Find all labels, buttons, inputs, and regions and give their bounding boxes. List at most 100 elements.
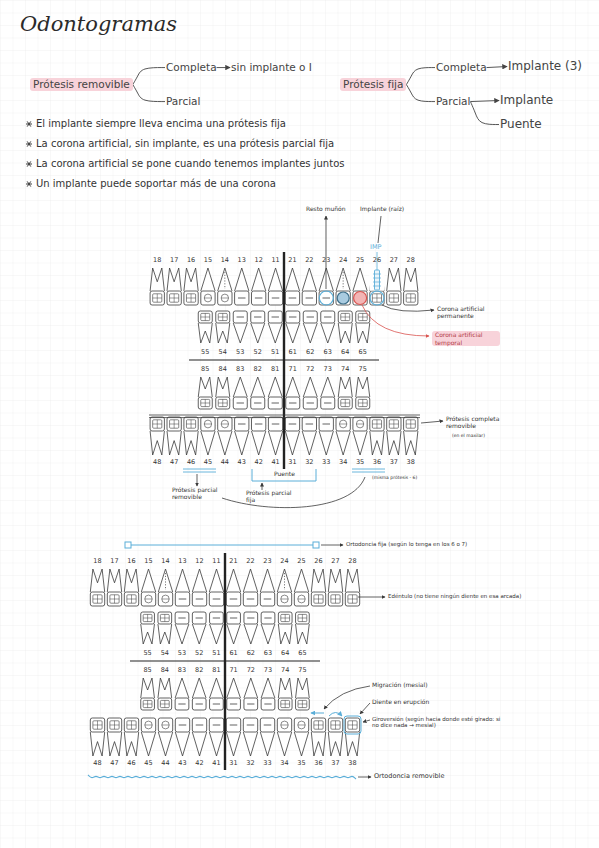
- incisal-edge: [196, 618, 202, 619]
- annotation: IMP: [370, 244, 381, 251]
- tooth: [278, 678, 292, 710]
- tooth-crown: [226, 592, 240, 606]
- tooth: [296, 678, 310, 710]
- tooth-root: [90, 732, 104, 756]
- tooth-root: [345, 732, 359, 756]
- tooth: [294, 569, 308, 606]
- occlusal-cross: [143, 700, 152, 707]
- tooth-number: 32: [305, 459, 313, 466]
- tooth: [107, 718, 121, 756]
- tooth-root: [261, 624, 275, 644]
- tooth-crown: [321, 397, 335, 409]
- occlusal-face: [406, 420, 415, 428]
- tooth-number: 48: [93, 760, 101, 767]
- tooth-crown: [261, 698, 275, 710]
- arch-divider: [130, 660, 320, 661]
- tooth: [175, 612, 189, 644]
- tooth: [167, 417, 181, 455]
- tooth-root: [278, 624, 292, 644]
- tooth-number: 62: [247, 650, 255, 657]
- odontogram: [150, 252, 418, 469]
- bullet-mark: [26, 181, 32, 186]
- tooth-root: [268, 377, 282, 397]
- tooth-number: 17: [170, 257, 178, 264]
- tooth: [141, 569, 155, 606]
- occlusal-face: [218, 313, 227, 320]
- tooth-root: [210, 678, 224, 698]
- tooth-crown: [303, 311, 317, 323]
- tooth-crown: [141, 612, 155, 624]
- tooth-number: 42: [255, 459, 263, 466]
- tooth-number: 41: [212, 760, 220, 767]
- incisal-edge: [289, 298, 296, 299]
- occlusal-line: [204, 298, 211, 299]
- tooth: [302, 268, 316, 305]
- tooth: [251, 311, 265, 343]
- tooth: [404, 268, 418, 305]
- connector: [133, 85, 165, 102]
- tooth-number: 62: [306, 349, 314, 356]
- node-text: Completa: [436, 61, 487, 74]
- node-text: Corona artificial temporal: [435, 331, 497, 346]
- tooth: [296, 612, 310, 644]
- tooth-crown: [404, 291, 418, 305]
- occlusal-face: [218, 399, 227, 406]
- occlusal-face: [314, 721, 323, 729]
- tooth-number: 54: [161, 650, 169, 657]
- tooth: [243, 718, 257, 756]
- incisal-edge: [289, 424, 296, 425]
- tooth: [356, 377, 370, 409]
- incisal-edge: [213, 725, 220, 726]
- tooth-root: [192, 624, 206, 644]
- tooth-number: 43: [178, 760, 186, 767]
- incisal-edge: [265, 704, 271, 705]
- tooth-crown: [278, 698, 292, 710]
- tooth-crown: [338, 311, 352, 323]
- tooth-crown: [302, 291, 316, 305]
- incisal-edge: [323, 298, 330, 299]
- tooth-crown: [216, 311, 230, 323]
- tooth-root: [192, 678, 206, 698]
- occlusal-cross: [314, 721, 323, 729]
- tooth: [218, 268, 232, 305]
- tooth-number: 41: [271, 459, 279, 466]
- tooth-number: 27: [390, 257, 398, 264]
- tooth-crown: [141, 592, 155, 606]
- tooth-root: [387, 268, 401, 291]
- incisal-edge: [179, 599, 186, 600]
- occlusal-line: [298, 599, 305, 600]
- incisal-edge: [238, 298, 245, 299]
- leader-line: [363, 720, 370, 722]
- tooth: [198, 311, 212, 343]
- occlusal-line: [298, 725, 305, 726]
- tooth: [141, 718, 155, 756]
- occlusal-face: [204, 294, 211, 302]
- annotation: Prótesis parcial fija: [246, 490, 294, 504]
- tooth: [150, 268, 164, 305]
- tooth-root: [141, 624, 155, 644]
- tooth-crown: [233, 397, 247, 409]
- tooth-root: [158, 569, 172, 592]
- tooth-number: 52: [195, 650, 203, 657]
- tooth-number: 82: [254, 366, 262, 373]
- leader-line: [197, 474, 198, 486]
- tooth: [328, 718, 342, 756]
- tooth-number: 71: [229, 667, 237, 674]
- tooth-root: [158, 624, 172, 644]
- occlusal-face: [281, 614, 290, 621]
- tooth-root: [201, 268, 215, 291]
- occlusal-face: [201, 313, 210, 320]
- incisal-edge: [324, 317, 331, 318]
- tooth-number: 22: [305, 257, 313, 264]
- orthodontic-bracket: [125, 542, 131, 548]
- tooth-crown: [192, 612, 206, 624]
- occlusal-cross: [186, 420, 195, 428]
- occlusal-face: [221, 420, 228, 428]
- tooth-crown: [198, 311, 212, 323]
- tooth: [303, 377, 317, 409]
- occlusal-cross: [127, 721, 136, 729]
- tooth-root: [210, 624, 224, 644]
- tooth-crown: [278, 612, 292, 624]
- tooth-root: [244, 624, 258, 644]
